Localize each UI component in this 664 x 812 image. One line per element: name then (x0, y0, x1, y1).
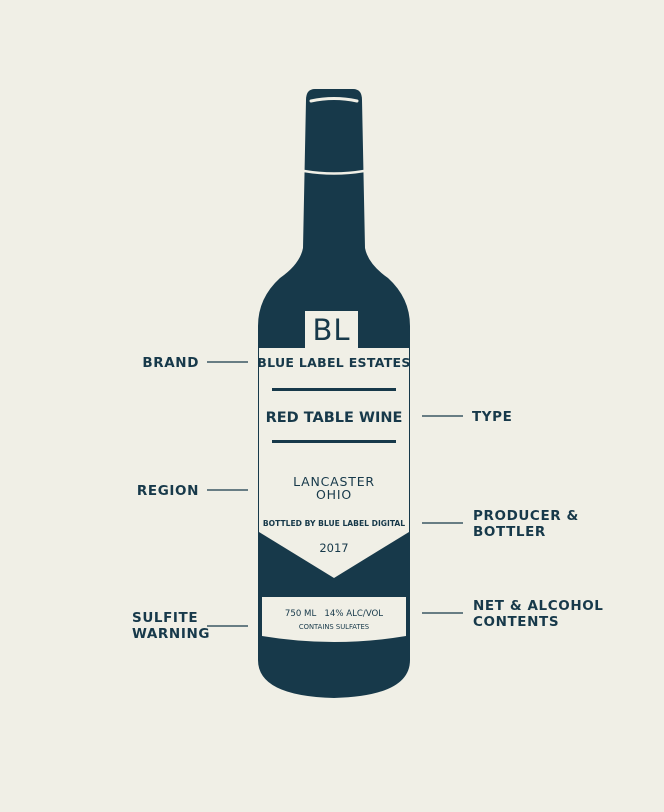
label-rule-top (272, 388, 396, 391)
callout-producer-line2: BOTTLER (473, 524, 546, 540)
label-vintage: 2017 (319, 541, 348, 555)
callout-type: TYPE (472, 409, 513, 425)
main-label-panel (259, 348, 409, 578)
label-wine-type: RED TABLE WINE (266, 410, 403, 426)
logo-tab (305, 311, 358, 349)
label-contents: 750 ML 14% ALC/VOL (285, 609, 383, 619)
callout-producer-line1: PRODUCER & (473, 508, 579, 524)
label-region-line2: OHIO (316, 487, 352, 502)
callout-net-line2: CONTENTS (473, 614, 559, 630)
bottle-collar-line (303, 169, 365, 175)
callout-net-line1: NET & ALCOHOL (473, 598, 604, 614)
label-rule-bottom (272, 440, 396, 443)
label-bottler: BOTTLED BY BLUE LABEL DIGITAL (263, 519, 405, 528)
bottle-lip-highlight (309, 97, 359, 103)
lower-label-band (262, 597, 406, 642)
callout-region: REGION (137, 483, 199, 499)
brand-logo: BL (312, 313, 350, 347)
label-sulfites: CONTAINS SULFATES (299, 623, 369, 631)
label-region-line1: LANCASTER (293, 474, 375, 489)
label-brand-name: BLUE LABEL ESTATES (257, 355, 410, 370)
callout-brand: BRAND (142, 355, 199, 371)
callout-sulfite-line2: WARNING (132, 626, 210, 642)
callout-sulfite-line1: SULFITE (132, 610, 198, 626)
